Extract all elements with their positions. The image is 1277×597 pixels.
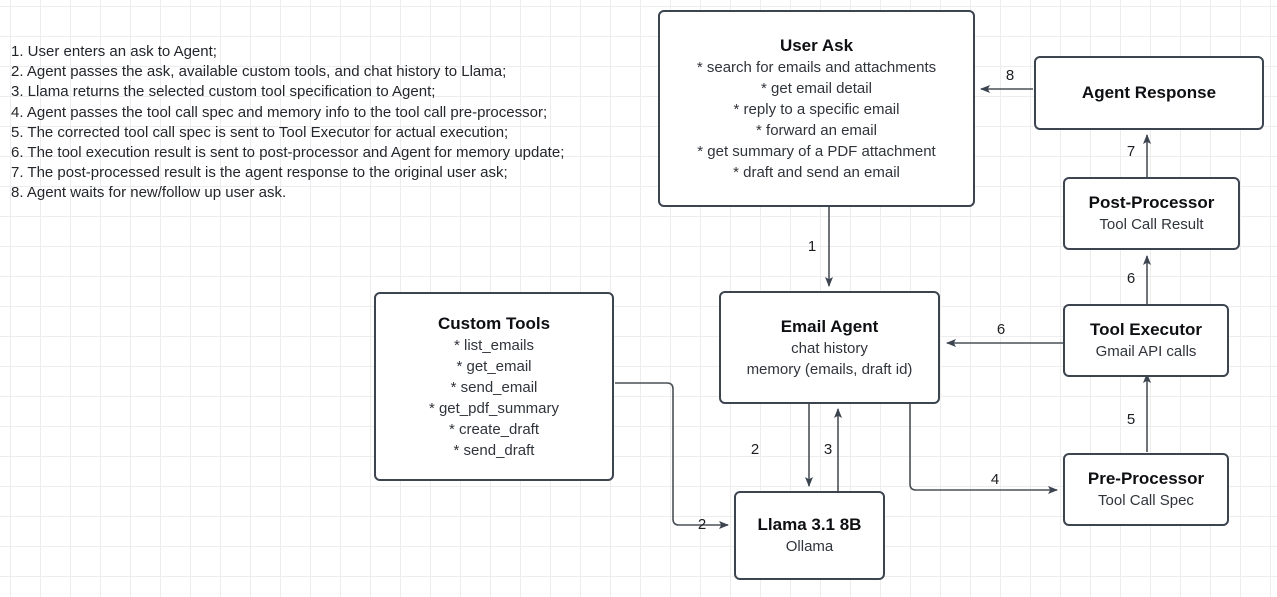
process-step: 3. Llama returns the selected custom too… [11, 83, 436, 101]
node-user-ask[interactable]: User Ask * search for emails and attachm… [658, 10, 975, 207]
edge-2-custom-tools-to-llama [615, 382, 729, 529]
node-title: Email Agent [780, 316, 879, 336]
node-title: Custom Tools [437, 313, 551, 333]
process-step: 2. Agent passes the ask, available custo… [11, 63, 507, 81]
node-subtitle: Gmail API calls [1095, 343, 1197, 360]
node-email-agent[interactable]: Email Agent chat history memory (emails,… [719, 291, 940, 404]
node-title: Llama 3.1 8B [757, 515, 862, 534]
node-bullet: * reply to a specific email [733, 100, 900, 118]
node-bullet: * get_pdf_summary [428, 399, 560, 417]
node-subtitle: Ollama [785, 538, 834, 555]
process-steps-list: 1. User enters an ask to Agent; 2. Agent… [11, 42, 641, 204]
node-subtitle: Tool Call Spec [1098, 492, 1194, 509]
node-bullet: * forward an email [756, 121, 877, 139]
node-llama[interactable]: Llama 3.1 8B Ollama [734, 491, 885, 580]
node-bullet: * get email detail [761, 79, 872, 97]
process-step: 5. The corrected tool call spec is sent … [11, 123, 509, 141]
node-title: Pre-Processor [1087, 469, 1205, 488]
edge-label-2-custom-tools-llama: 2 [697, 516, 707, 533]
process-step: 8. Agent waits for new/follow up user as… [11, 184, 287, 202]
edge-4-email-agent-to-pre-processor [909, 404, 1058, 494]
process-step: 7. The post-processed result is the agen… [11, 164, 508, 182]
edge-label-5: 5 [1126, 411, 1136, 428]
edge-label-3: 3 [823, 441, 833, 458]
edge-label-6-tool-executor-post-processor: 6 [1126, 270, 1136, 287]
edge-label-2-email-agent-llama: 2 [750, 441, 760, 458]
node-bullet: * create_draft [448, 420, 540, 438]
node-title: Tool Executor [1089, 320, 1203, 339]
node-custom-tools[interactable]: Custom Tools * list_emails * get_email *… [374, 292, 614, 481]
node-title: Agent Response [1081, 83, 1217, 102]
node-bullet: * send_draft [453, 441, 535, 459]
node-bullet: * search for emails and attachments [696, 58, 937, 76]
edge-label-8: 8 [1005, 67, 1015, 84]
node-post-processor[interactable]: Post-Processor Tool Call Result [1063, 177, 1240, 250]
node-tool-executor[interactable]: Tool Executor Gmail API calls [1063, 304, 1229, 377]
node-bullet: * draft and send an email [733, 163, 900, 181]
node-subtitle: memory (emails, draft id) [746, 360, 913, 378]
node-bullet: * list_emails [453, 336, 535, 354]
process-step: 1. User enters an ask to Agent; [11, 43, 217, 60]
edge-label-7: 7 [1126, 143, 1136, 160]
process-step: 6. The tool execution result is sent to … [11, 144, 565, 162]
edge-label-1: 1 [807, 238, 817, 255]
edge-label-6-tool-executor-email-agent: 6 [996, 321, 1006, 338]
node-bullet: * get_email [456, 357, 532, 375]
node-subtitle: chat history [791, 339, 868, 357]
node-title: Post-Processor [1088, 193, 1215, 212]
node-title: User Ask [779, 35, 854, 55]
edge-label-4: 4 [990, 471, 1000, 488]
node-subtitle: Tool Call Result [1099, 216, 1204, 233]
node-agent-response[interactable]: Agent Response [1034, 56, 1264, 130]
node-bullet: * get summary of a PDF attachment [697, 142, 936, 160]
process-step: 4. Agent passes the tool call spec and m… [11, 103, 548, 121]
node-pre-processor[interactable]: Pre-Processor Tool Call Spec [1063, 453, 1229, 526]
node-bullet: * send_email [450, 378, 538, 396]
